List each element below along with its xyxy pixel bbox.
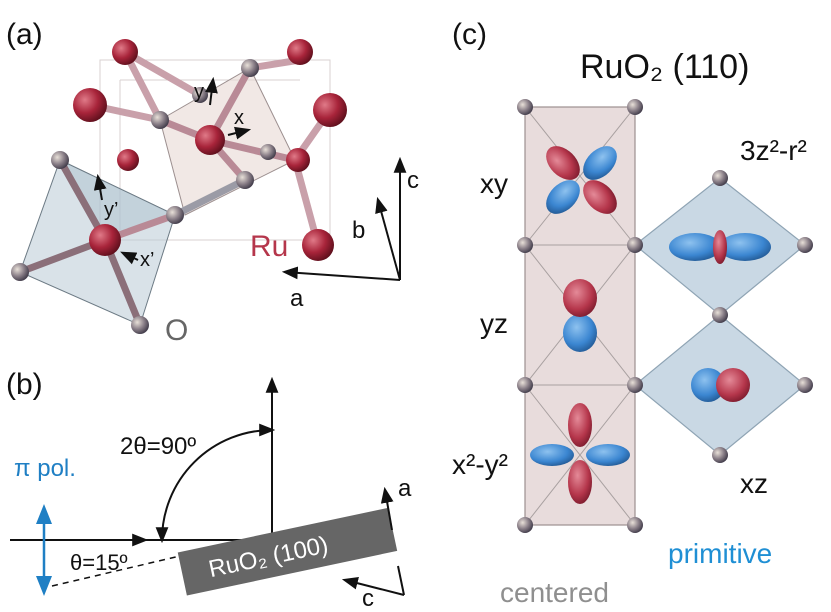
- theta-label: θ=15º: [70, 550, 128, 575]
- orbital-xz: [691, 368, 750, 402]
- ru-atom: [117, 149, 139, 171]
- o-label: O: [165, 314, 188, 347]
- o-atom: [151, 111, 169, 129]
- axis-c-label: c: [407, 167, 419, 194]
- orbital-x2-y2: [530, 403, 630, 504]
- o-atom: [517, 99, 533, 115]
- ru-atom: [287, 39, 313, 65]
- orbital-xy-label: xy: [480, 168, 508, 199]
- ru-atom: [286, 148, 310, 172]
- o-atom: [192, 87, 208, 103]
- o-atom: [517, 517, 533, 533]
- o-atom: [236, 171, 254, 189]
- o-atom: [627, 99, 643, 115]
- panel-c-label: (c): [452, 18, 487, 51]
- sample-axis-c: [341, 576, 405, 596]
- orbital-3z2-r2-label: 3z²-r²: [740, 135, 807, 166]
- o-atom: [260, 144, 276, 160]
- o-atom: [131, 316, 149, 334]
- o-atom: [797, 377, 813, 393]
- primitive-label: primitive: [668, 538, 772, 569]
- o-atom: [627, 517, 643, 533]
- o-atom: [517, 237, 533, 253]
- crystal-axes: [281, 156, 407, 281]
- local-x-prime-label: x’: [140, 249, 154, 271]
- o-atom: [797, 237, 813, 253]
- panel-a: (a): [6, 18, 419, 347]
- ru-atom: [302, 229, 334, 261]
- ru-atom: [112, 39, 138, 65]
- axis-a-label: a: [290, 285, 304, 312]
- sample-axis-a: [380, 486, 394, 531]
- o-atom: [51, 151, 69, 169]
- axis-b-label: b: [352, 217, 365, 244]
- o-atom: [241, 59, 259, 77]
- ru-atom: [313, 93, 347, 127]
- o-atom: [517, 377, 533, 393]
- local-axes: [93, 76, 252, 265]
- panel-b: (b) 2θ=90º θ=15º π pol. RuO₂ (100) a c: [6, 368, 412, 612]
- orbital-xz-label: xz: [740, 468, 768, 499]
- sample-axis-c-stem: [397, 565, 405, 596]
- orbital-yz-label: yz: [480, 308, 508, 339]
- panel-b-label: (b): [6, 368, 43, 401]
- panel-c: (c) RuO₂ (110): [452, 18, 813, 608]
- sample-slab: RuO₂ (100): [177, 507, 398, 596]
- local-x-label: x: [234, 107, 244, 129]
- orbital-xy: [546, 146, 617, 214]
- ru-label: Ru: [250, 230, 288, 263]
- o-atoms: [11, 59, 276, 334]
- ru-atoms: [73, 39, 347, 261]
- orbital-x2-y2-label: x²-y²: [452, 449, 508, 480]
- o-atom: [11, 263, 29, 281]
- o-atom: [712, 307, 728, 323]
- orbital-3z2-r2: [669, 230, 771, 264]
- sample-axis-c-label: c: [362, 585, 374, 612]
- centered-label: centered: [500, 577, 609, 608]
- ru-atom: [73, 88, 107, 122]
- panel-a-label: (a): [6, 18, 43, 51]
- local-y-label: y: [194, 81, 204, 103]
- o-atom: [166, 206, 184, 224]
- o-atom: [627, 237, 643, 253]
- o-atom: [712, 447, 728, 463]
- two-theta-label: 2θ=90º: [120, 433, 196, 460]
- o-atom: [627, 377, 643, 393]
- panel-c-title: RuO₂ (110): [580, 48, 749, 86]
- orbital-yz: [563, 279, 597, 352]
- ru-atom: [89, 224, 121, 256]
- ru-atom: [195, 125, 225, 155]
- sample-axis-a-label: a: [398, 475, 412, 502]
- o-atom: [712, 170, 728, 186]
- local-y-prime-label: y’: [104, 199, 118, 221]
- pi-pol-label: π pol.: [14, 455, 76, 482]
- cell-atoms: [517, 99, 813, 533]
- two-theta-arc: [155, 423, 276, 544]
